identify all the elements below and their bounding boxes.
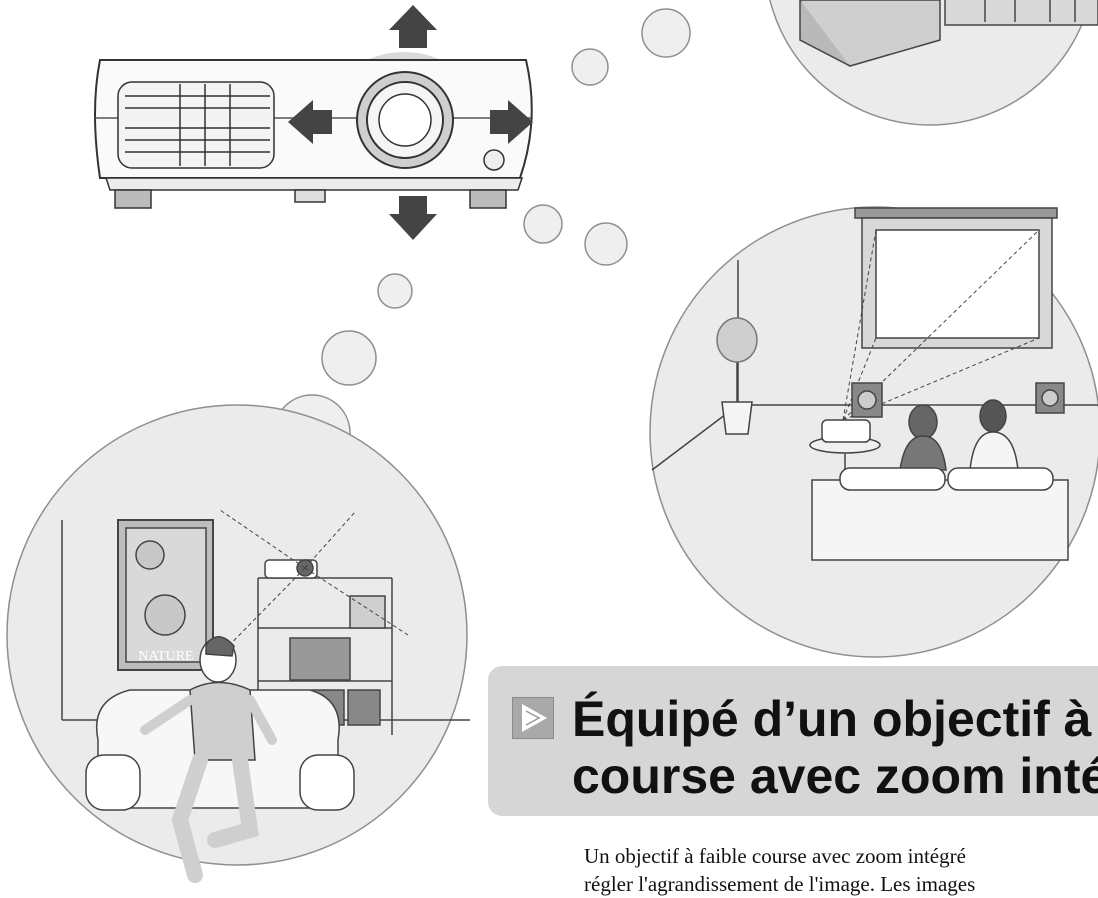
heading-title-line-1: Équipé d’un objectif à f — [572, 691, 1098, 747]
body-line-1: Un objectif à faible course avec zoom in… — [584, 844, 966, 868]
man-scene-bubble: NATURE — [6, 404, 470, 883]
top-right-bubble — [769, 0, 1098, 126]
body-paragraph: Un objectif à faible course avec zoom in… — [584, 842, 1098, 898]
play-triangle-icon — [512, 697, 554, 739]
heading-banner — [488, 666, 1098, 816]
heading-title-line-2: course avec zoom intég — [572, 748, 1098, 804]
projector-illustration — [94, 5, 533, 240]
body-line-2: régler l'agrandissement de l'image. Les … — [584, 872, 976, 896]
poster-logo-text: NATURE — [138, 649, 193, 664]
room-scene-bubble — [649, 206, 1098, 658]
